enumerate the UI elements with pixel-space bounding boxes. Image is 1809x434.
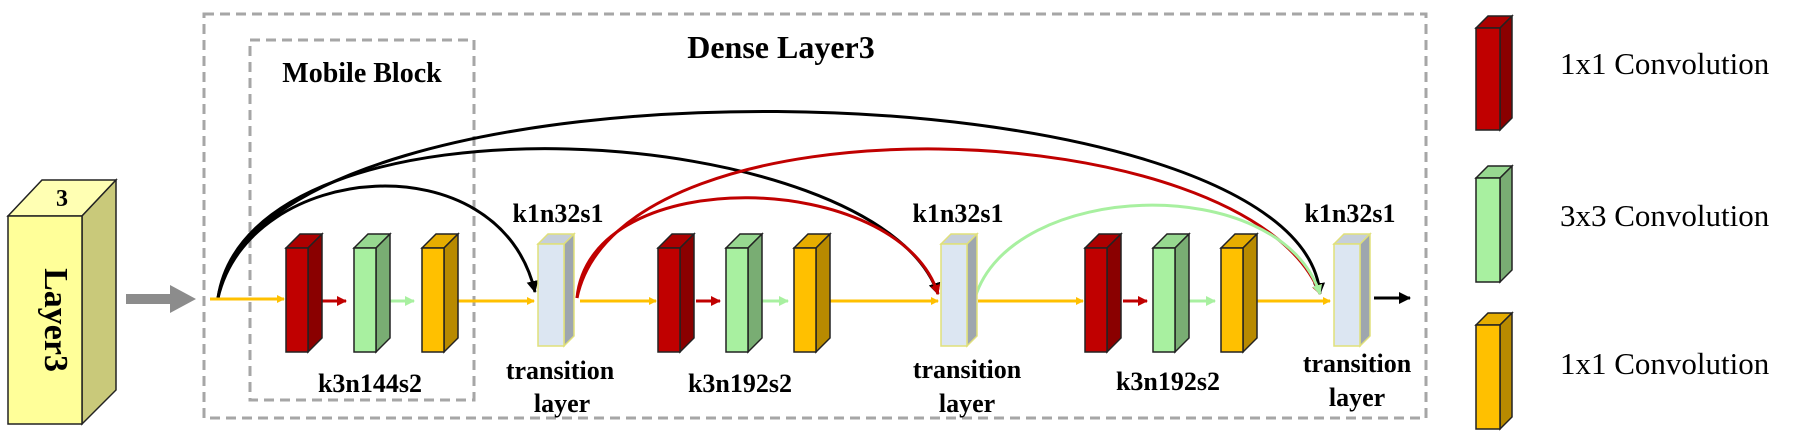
transition3-block [1332, 232, 1372, 348]
input-layer-label: Layer3 [37, 268, 74, 372]
skip-arrow-input-to-t1 [216, 184, 539, 299]
legend-label-2: 3x3 Convolution [1560, 198, 1770, 233]
transition1-config-label: k1n32s1 [512, 199, 603, 228]
skip-arrow-input-to-t2 [216, 147, 941, 299]
group2-config-label: k3n192s2 [688, 369, 792, 398]
transition1-name-line2: layer [534, 389, 590, 418]
skip-connections [216, 110, 1325, 299]
group2-green-conv-block [724, 232, 764, 354]
group2-red-conv-block [656, 232, 696, 354]
skip-arrow-t2-to-t3 [973, 203, 1322, 299]
legend [1474, 14, 1514, 431]
group3-config-label: k3n192s2 [1116, 367, 1220, 396]
input-layer-block: 3 Layer3 [6, 178, 118, 426]
dense-layer-frame [202, 12, 1428, 420]
transition3-name-line1: transition [1303, 349, 1412, 378]
main-flow [210, 292, 1411, 306]
transition3-config-label: k1n32s1 [1304, 199, 1395, 228]
transition1-block [536, 232, 576, 348]
transition2-block [939, 232, 979, 348]
transition2-config-label: k1n32s1 [912, 199, 1003, 228]
legend-swatch-1x1-red [1474, 14, 1514, 132]
input-arrow [126, 285, 196, 313]
group3-orange-conv-block [1219, 232, 1259, 354]
legend-label-1: 1x1 Convolution [1560, 46, 1770, 81]
group1-red-conv-block [284, 232, 324, 354]
legend-swatch-3x3-green [1474, 164, 1514, 284]
group3-red-conv-block [1083, 232, 1123, 354]
group2-orange-conv-block [792, 232, 832, 354]
transition2-name-line2: layer [939, 389, 995, 418]
group1-config-label: k3n144s2 [318, 369, 422, 398]
conv-blocks [284, 232, 1259, 354]
transition3-name-line2: layer [1329, 383, 1385, 412]
legend-label-3: 1x1 Convolution [1560, 346, 1770, 381]
legend-swatch-1x1-orange [1474, 311, 1514, 431]
group1-green-conv-block [352, 232, 392, 354]
group1-orange-conv-block [420, 232, 460, 354]
transition-layers [536, 232, 1372, 348]
skip-arrow-t1-to-t2 [575, 196, 941, 299]
mobile-block-frame [248, 38, 476, 402]
mobile-block-title: Mobile Block [282, 58, 442, 89]
transition2-name-line1: transition [913, 355, 1022, 384]
dense-layer-title: Dense Layer3 [687, 29, 875, 65]
group3-green-conv-block [1151, 232, 1191, 354]
transition1-name-line1: transition [506, 356, 615, 385]
skip-arrow-t1-to-t3 [575, 147, 1322, 299]
input-layer-number: 3 [56, 186, 68, 212]
skip-arrow-input-to-t3 [216, 110, 1325, 299]
